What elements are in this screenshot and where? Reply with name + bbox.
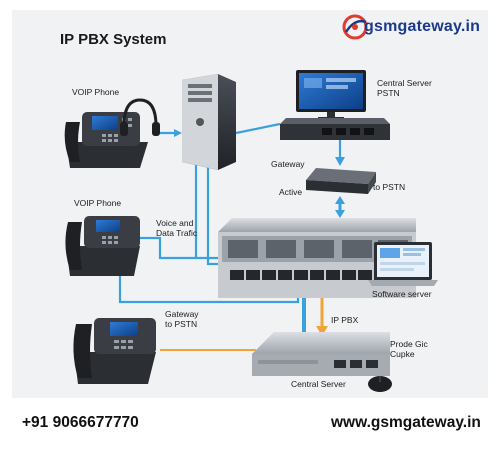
label-gateway-to-pstn-1: Gateway (165, 309, 199, 319)
label-central-server: Central Server (291, 379, 346, 389)
logo-text: gsmgateway.in (364, 18, 481, 35)
laptop-icon (368, 242, 438, 286)
label-software-server: Software server (372, 289, 432, 299)
label-gateway: Gateway (271, 159, 305, 169)
label-central-server-pstn-2: PSTN (377, 88, 400, 98)
label-ip-pbx: IP PBX (331, 315, 359, 325)
voip-phone-icon (73, 318, 156, 384)
arrow-head (335, 157, 345, 166)
gateway-device-icon (306, 168, 376, 194)
link-phone2-switch (138, 236, 196, 260)
tower-server-icon (182, 74, 236, 170)
monitor-icon (296, 70, 366, 120)
blue-links (118, 122, 420, 336)
voip-phone-icon (64, 112, 148, 168)
label-central-server-pstn-1: Central Server (377, 78, 432, 88)
label-voip-phone-mid: VOIP Phone (74, 198, 122, 208)
headset-icon (120, 98, 160, 136)
label-voice-data-1: Voice and (156, 218, 194, 228)
website-url: www.gsmgateway.in (331, 414, 481, 431)
label-to-pstn: to PSTN (373, 182, 406, 192)
diagram-panel (12, 10, 488, 398)
arrow-head (174, 129, 182, 137)
label-prode-1: Prode Gic (390, 339, 428, 349)
mouse-icon (368, 376, 392, 392)
arrow-head (335, 210, 345, 218)
link-tower-router (235, 122, 281, 135)
logo-globe-icon (342, 14, 368, 40)
label-gateway-to-pstn-2: to PSTN (165, 319, 198, 329)
contact-phone: +91 9066677770 (22, 414, 139, 431)
arrow-head (335, 196, 345, 204)
label-active: Active (279, 187, 303, 197)
diagram-title: IP PBX System (60, 31, 167, 48)
brand-logo: gsmgateway.in (340, 10, 490, 44)
voip-phone-icon (65, 216, 140, 276)
label-voice-data-2: Data Trafic (156, 228, 198, 238)
arrow-head (316, 326, 328, 336)
central-server-icon (252, 332, 390, 376)
label-voip-phone-top: VOIP Phone (72, 87, 120, 97)
router-icon (280, 118, 390, 140)
label-prode-2: Cupke (390, 349, 415, 359)
